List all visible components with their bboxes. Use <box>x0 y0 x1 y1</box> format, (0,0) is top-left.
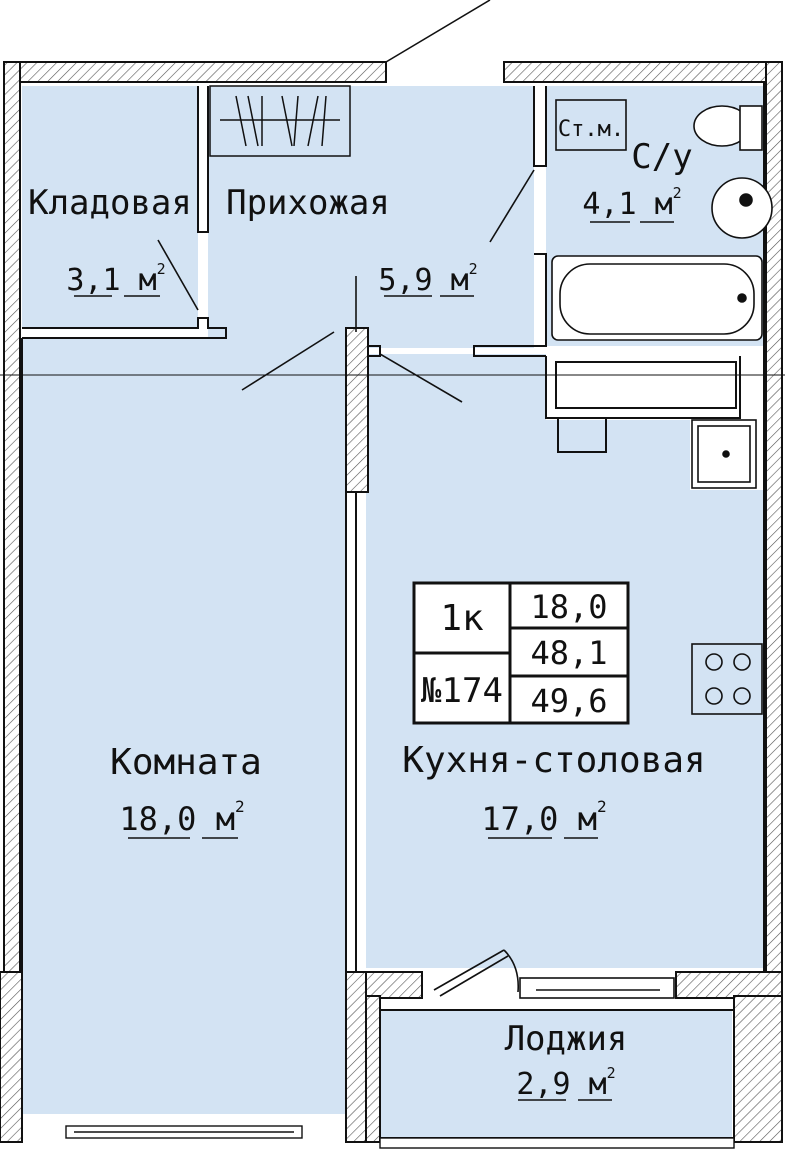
apartment-info-table: 1к №174 18,0 48,1 49,6 <box>412 581 630 725</box>
riser-label: Ст.м. <box>558 117 624 142</box>
room-fill <box>22 338 346 1114</box>
stove-icon <box>691 643 763 715</box>
partition-kitchen-block <box>545 356 741 419</box>
room-fills <box>22 86 764 1138</box>
loggia-door-arc <box>503 949 520 993</box>
living-area: 18,0 <box>530 588 607 626</box>
partition-storage-bottom <box>22 317 227 339</box>
loggia-bottom-window <box>379 1137 735 1149</box>
burner-icon <box>733 653 751 671</box>
kitchen-name: Кухня-столовая <box>402 740 705 781</box>
wall-left <box>3 61 21 973</box>
storage-area: 3,1 м2 <box>66 260 165 298</box>
wall-loggia-top-r <box>675 971 783 999</box>
windows <box>65 1125 735 1149</box>
room-name: Комната <box>110 742 262 783</box>
room-labels: Кладовая 3,1 м2 Прихожая 5,9 м2 Ст.м. С/… <box>28 117 706 1102</box>
kitchen-hood <box>557 417 607 453</box>
kitchen-door-leaf <box>379 353 463 403</box>
wall-bottom-left <box>0 971 23 1143</box>
kitchen-counter <box>555 361 737 409</box>
storage-fill <box>22 86 198 328</box>
partitions <box>21 82 765 1139</box>
burner-icon <box>705 687 723 705</box>
partition-hall-kitchen <box>368 345 381 357</box>
bathroom-name: С/у <box>631 137 692 177</box>
room-door-leaf <box>241 331 335 391</box>
hallway-name: Прихожая <box>226 183 390 223</box>
storage-name: Кладовая <box>28 183 192 223</box>
toilet-tank <box>739 105 763 151</box>
sink-icon <box>711 177 773 239</box>
burner-icon <box>705 653 723 671</box>
partition-storage-hall <box>197 86 209 233</box>
wall-loggia-left <box>365 995 381 1143</box>
kitchen-sink-icon <box>691 419 757 489</box>
riser-box <box>555 99 627 151</box>
loggia-fill <box>380 1010 732 1138</box>
bathroom-area: 4,1 м2 <box>582 184 681 222</box>
total-area: 48,1 <box>530 634 607 672</box>
loggia-area: 2,9 м2 <box>516 1064 615 1102</box>
partition-hall-bath <box>533 86 547 167</box>
walls <box>0 61 783 1143</box>
burner-icon <box>733 687 751 705</box>
partition-hall-bath-low <box>473 253 547 357</box>
wall-top-left <box>3 61 387 83</box>
total-area-with-loggia: 49,6 <box>530 682 607 720</box>
wall-top-right <box>503 61 783 83</box>
apartment-type: 1к <box>440 598 484 639</box>
loggia-name: Лоджия <box>505 1019 628 1059</box>
hallway-area: 5,9 м2 <box>378 260 477 298</box>
bathtub-inner <box>559 263 755 335</box>
loggia-door-leaf <box>433 949 505 991</box>
wall-partition-hatched <box>345 327 369 493</box>
loggia-window <box>519 977 675 999</box>
bathroom-fixtures <box>551 99 773 341</box>
room-area: 18,0 м2 <box>119 797 244 838</box>
wall-loggia-top <box>365 971 423 999</box>
wall-loggia-right <box>733 995 783 1143</box>
storage-door-leaf <box>157 239 199 311</box>
doors <box>157 0 675 999</box>
kitchen-area: 17,0 м2 <box>481 797 606 838</box>
loggia-door-leaf-2 <box>439 955 509 997</box>
entrance-door-leaf <box>385 0 491 63</box>
apartment-number: №174 <box>421 671 503 711</box>
bathtub-icon <box>551 255 763 341</box>
bath-door-leaf <box>489 169 535 243</box>
wardrobe <box>209 85 351 157</box>
wall-bottom-mid <box>345 971 369 1143</box>
kitchen-fixtures <box>691 419 763 715</box>
